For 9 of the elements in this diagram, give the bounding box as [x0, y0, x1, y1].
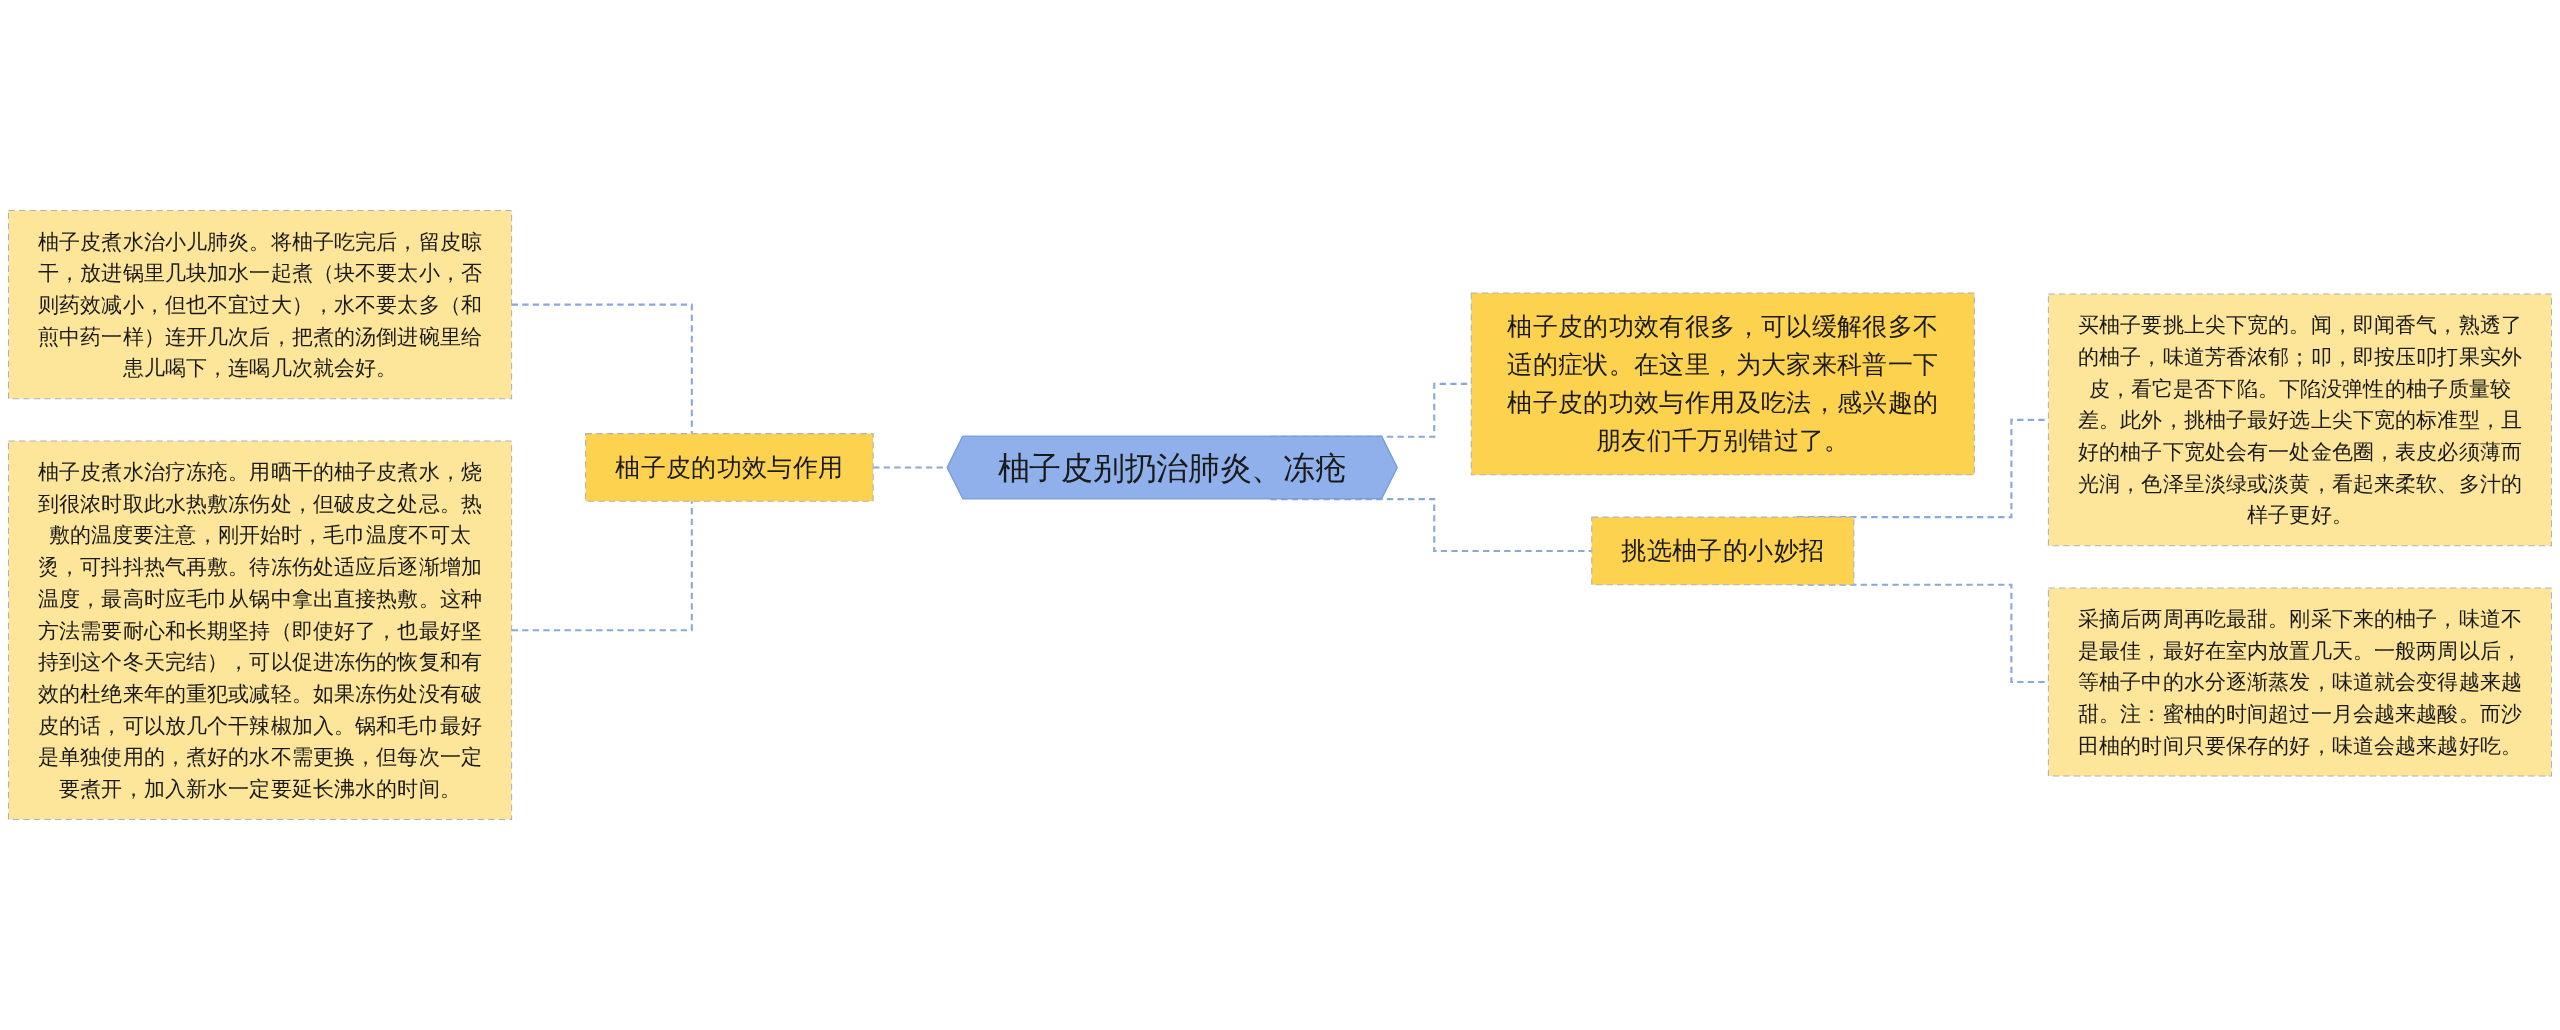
connector	[511, 303, 693, 434]
node-box: 挑选柚子的小妙招	[1591, 516, 1855, 586]
node-box: 采摘后两周再吃最甜。刚采下来的柚子，味道不是最佳，最好在室内放置几天。一般两周以后，等柚子中的水分逐渐蒸发，味道就会变得越来越甜。注：蜜柚的时间超过一月会越来越酸。而沙田柚的时间只要保存的好，味道会越来越好吃。	[2047, 587, 2553, 777]
node-box: 买柚子要挑上尖下宽的。闻，即闻香气，熟透了的柚子，味道芳香浓郁；叩，即按压叩打果实外皮，看它是否下陷。下陷没弹性的柚子质量较差。此外，挑柚子最好选上尖下宽的标准型，且好的柚子下宽处会有一处金色圈，表皮必须薄而光润，色泽呈淡绿或淡黄，看起来柔软、多汁的样子更好。	[2047, 293, 2553, 547]
connector	[511, 501, 693, 632]
node-box: 柚子皮的功效有很多，可以缓解很多不适的症状。在这里，为大家来科普一下柚子皮的功效与作用及吃法，感兴趣的朋友们千万别错过了。	[1470, 292, 1975, 476]
node-box: 柚子皮煮水治小儿肺炎。将柚子吃完后，留皮晾干，放进锅里几块加水一起煮（块不要太小，否则药效减小，但也不宜过大），水不要太多（和煎中药一样）连开几次后，把煮的汤倒进碗里给患儿喝下，连喝几次就会好。	[7, 210, 513, 400]
node-box: 柚子皮煮水治疗冻疮。用晒干的柚子皮煮水，烧到很浓时取此水热敷冻伤处，但破皮之处忌。热敷的温度要注意，刚开始时，毛巾温度不可太烫，可抖抖热气再敷。待冻伤处适应后逐渐增加温度，最高时应毛巾从锅中拿出直接热敷。这种方法需要耐心和长期坚持（即使好了，也最好坚持到这个冬天完结），可以促进冻伤的恢复和有效的杜绝来年的重犯或减轻。如果冻伤处没有破皮的话，可以放几个干辣椒加入。锅和毛巾最好是单独使用的，煮好的水不需更换，但每次一定要煮开，加入新水一定要延长沸水的时间。	[7, 440, 513, 820]
node-box: 柚子皮的功效与作用	[585, 433, 874, 502]
